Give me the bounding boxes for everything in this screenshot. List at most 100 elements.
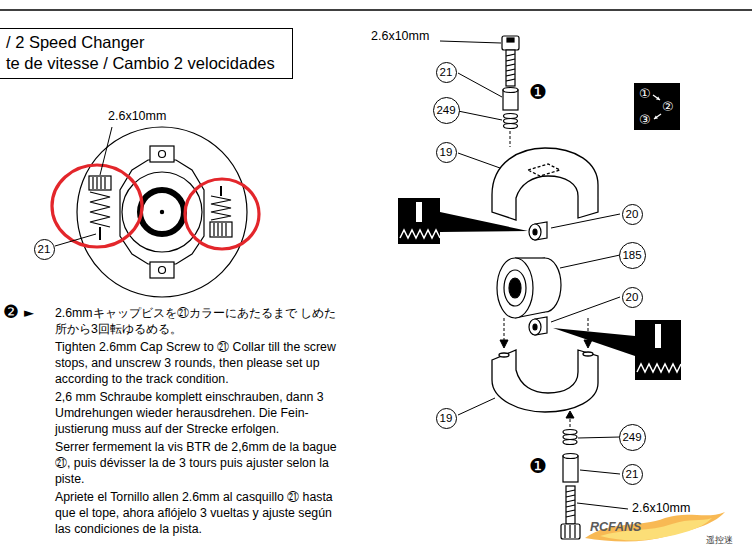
screw-spring xyxy=(104,177,105,189)
clamp-piece xyxy=(492,148,598,220)
screw-spring xyxy=(96,177,97,189)
callout-text: 249 xyxy=(436,104,455,116)
screw-spring xyxy=(225,223,226,236)
collar-pin xyxy=(533,229,537,235)
changer-top-view xyxy=(120,160,204,264)
hub-part xyxy=(497,258,533,318)
callout-text: 21 xyxy=(38,243,51,255)
callout-number: 21 xyxy=(436,62,457,83)
callout-text: 19 xyxy=(440,412,453,424)
callout-text: 21 xyxy=(626,468,639,480)
leader-line xyxy=(440,41,501,43)
leader-line xyxy=(551,214,620,228)
order-arrow xyxy=(656,96,660,100)
title-text: / 2 Speed Changer xyxy=(6,32,145,53)
leader-line xyxy=(560,255,620,268)
callout-number: 185 xyxy=(619,242,646,269)
lower-screw xyxy=(563,456,578,482)
callout-number: 249 xyxy=(619,424,646,451)
red-highlight xyxy=(52,165,142,247)
step-number: ❶ xyxy=(529,81,547,103)
lower-screw xyxy=(566,515,575,517)
red-highlight xyxy=(52,165,259,249)
changer-top-view xyxy=(140,190,184,234)
cap-screw xyxy=(507,38,514,42)
watermark-flame xyxy=(585,512,725,542)
detail-inset xyxy=(440,212,528,232)
step-number: ③ xyxy=(639,112,651,127)
assembly-arrow xyxy=(510,131,511,147)
lower-screw xyxy=(569,525,570,538)
cap-screw xyxy=(506,50,515,86)
lower-screw xyxy=(564,525,565,538)
instruction-paragraph: 2.6mmキャップビスを㉑カラーにあたるまで しめた所から3回転ゆるめる。 xyxy=(55,305,343,337)
lower-screw xyxy=(563,440,577,445)
callout-text: 20 xyxy=(626,208,639,220)
hub-part xyxy=(497,258,561,318)
lower-screw xyxy=(561,524,580,539)
detail-inset xyxy=(637,364,681,372)
screw-spring xyxy=(92,177,93,189)
changer-top-view xyxy=(77,127,247,297)
collar-pin xyxy=(529,319,541,335)
leader-line xyxy=(440,41,628,509)
dimension-label: 2.6x10mm xyxy=(371,30,429,44)
clamp-piece xyxy=(528,164,560,176)
leader-line xyxy=(458,398,495,415)
lower-screw xyxy=(563,435,577,440)
pointer-mark: ► xyxy=(24,306,34,320)
screw-spring xyxy=(221,223,222,236)
detail-inset xyxy=(398,198,440,244)
callout-text: 19 xyxy=(440,146,453,158)
changer-top-view xyxy=(150,262,174,278)
lower-screw xyxy=(566,490,575,492)
cap-screw xyxy=(504,124,518,129)
detail-inset xyxy=(553,328,635,356)
lower-screw xyxy=(561,430,580,540)
screw-spring xyxy=(210,222,232,237)
callout-text: 20 xyxy=(626,291,639,303)
hub-part xyxy=(504,270,526,306)
changer-top-view xyxy=(160,210,163,213)
changer-top-view xyxy=(77,127,247,297)
instruction-text: 2.6mmキャップビスを㉑カラーにあたるまで しめた所から3回転ゆるめる。Tig… xyxy=(55,305,343,537)
callout-text: 185 xyxy=(622,249,641,261)
hub-part xyxy=(509,278,521,298)
watermark-flame xyxy=(585,512,725,542)
detail-inset xyxy=(400,230,440,238)
cap-screw xyxy=(506,54,515,56)
dimension-label: 2.6x10mm xyxy=(108,110,166,124)
callout-number: 21 xyxy=(34,239,55,260)
cap-screw xyxy=(506,59,515,61)
screw-spring xyxy=(217,223,218,236)
screw-spring xyxy=(89,176,232,240)
clamp-piece xyxy=(583,352,593,356)
assembly-arrow xyxy=(584,340,592,348)
leader-line xyxy=(577,503,628,509)
callout-number: 19 xyxy=(436,142,457,163)
assembly-arrow xyxy=(504,318,505,342)
changer-top-view xyxy=(159,267,166,274)
assembly-arrow xyxy=(500,131,592,428)
watermark: 遥控迷 xyxy=(706,536,733,546)
cap-screw xyxy=(503,88,518,93)
step-number: ❶ xyxy=(529,455,547,477)
leader-line xyxy=(551,297,620,322)
leader-line xyxy=(55,234,96,246)
screw-spring xyxy=(220,186,222,196)
screw-spring xyxy=(90,192,110,227)
title-text: te de vitesse / Cambio 2 velocidades xyxy=(6,53,275,74)
cap-screw xyxy=(506,69,515,71)
leader-line xyxy=(458,153,500,168)
step-number: ① xyxy=(639,86,651,101)
callout-number: 21 xyxy=(622,464,643,485)
instruction-paragraph: Tighten 2.6mm Cap Screw to ㉑ Collar till… xyxy=(55,339,343,387)
instruction-paragraph: Apriete el Tornillo allen 2.6mm al casqu… xyxy=(55,489,343,537)
leader-line xyxy=(55,127,112,246)
detail-inset xyxy=(635,320,681,380)
detail-inset xyxy=(655,324,661,348)
changer-top-view xyxy=(150,146,174,162)
dimension-label: 2.6x10mm xyxy=(632,502,690,516)
screw-spring xyxy=(89,176,111,190)
callout-number: 19 xyxy=(436,408,457,429)
